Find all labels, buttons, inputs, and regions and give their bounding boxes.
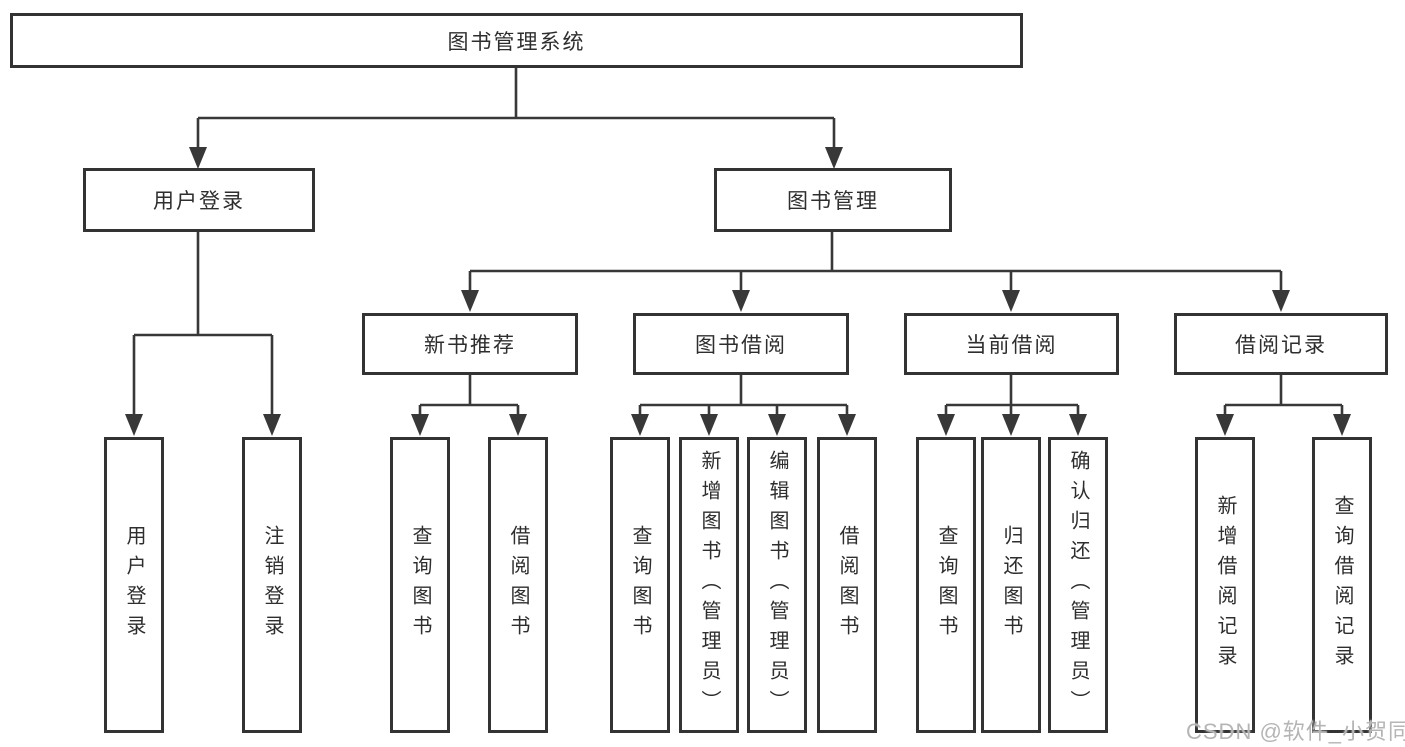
arrow-icon bbox=[631, 414, 649, 436]
arrow-icon bbox=[1272, 290, 1290, 312]
node-user-login: 用户登录 bbox=[83, 168, 315, 232]
arrow-icon bbox=[461, 290, 479, 312]
node-current-borrowing: 当前借阅 bbox=[904, 313, 1119, 375]
arrow-icon bbox=[1002, 414, 1020, 436]
connector-root bbox=[196, 68, 836, 150]
arrow-icon bbox=[509, 414, 527, 436]
connector-current-borrowing bbox=[944, 375, 1080, 416]
connector-borrow-records bbox=[1223, 375, 1344, 416]
leaf-current-return-book: 归还图书 bbox=[981, 437, 1041, 733]
leaf-recommend-query-book: 查询图书 bbox=[390, 437, 450, 733]
leaf-logout: 注销登录 bbox=[242, 437, 302, 733]
node-borrow-records: 借阅记录 bbox=[1174, 313, 1388, 375]
connector-user-login bbox=[132, 232, 274, 416]
leaf-current-confirm-return-admin: 确认归还（管理员） bbox=[1048, 437, 1108, 733]
arrow-icon bbox=[1002, 290, 1020, 312]
arrow-icon bbox=[825, 147, 843, 169]
arrow-icon bbox=[838, 414, 856, 436]
node-root-system: 图书管理系统 bbox=[10, 13, 1023, 68]
leaf-borrowing-borrow-book: 借阅图书 bbox=[817, 437, 877, 733]
leaf-records-add-record: 新增借阅记录 bbox=[1195, 437, 1255, 733]
arrow-icon bbox=[1333, 414, 1351, 436]
connector-book-borrowing bbox=[638, 375, 849, 416]
leaf-recommend-borrow-book: 借阅图书 bbox=[488, 437, 548, 733]
arrow-icon bbox=[189, 147, 207, 169]
node-book-borrowing: 图书借阅 bbox=[633, 313, 849, 375]
leaf-current-query-book: 查询图书 bbox=[916, 437, 976, 733]
connector-new-book bbox=[418, 375, 520, 416]
arrow-icon bbox=[263, 414, 281, 436]
arrow-icon bbox=[1069, 414, 1087, 436]
arrow-icon bbox=[700, 414, 718, 436]
arrow-icon bbox=[1216, 414, 1234, 436]
node-book-management: 图书管理 bbox=[714, 168, 952, 232]
leaf-user-login: 用户登录 bbox=[104, 437, 164, 733]
leaf-borrowing-add-book-admin: 新增图书（管理员） bbox=[679, 437, 739, 733]
arrow-icon bbox=[768, 414, 786, 436]
node-new-book-recommend: 新书推荐 bbox=[362, 313, 578, 375]
arrow-icon bbox=[125, 414, 143, 436]
leaf-borrowing-edit-book-admin: 编辑图书（管理员） bbox=[747, 437, 807, 733]
arrow-icon bbox=[937, 414, 955, 436]
arrow-icon bbox=[411, 414, 429, 436]
arrowheads bbox=[125, 147, 1351, 436]
arrow-icon bbox=[732, 290, 750, 312]
leaf-borrowing-query-book: 查询图书 bbox=[610, 437, 670, 733]
csdn-watermark: CSDN @软件_小贺同学 bbox=[1186, 719, 1405, 744]
connector-book-management bbox=[468, 232, 1283, 292]
leaf-records-query-record: 查询借阅记录 bbox=[1312, 437, 1372, 733]
